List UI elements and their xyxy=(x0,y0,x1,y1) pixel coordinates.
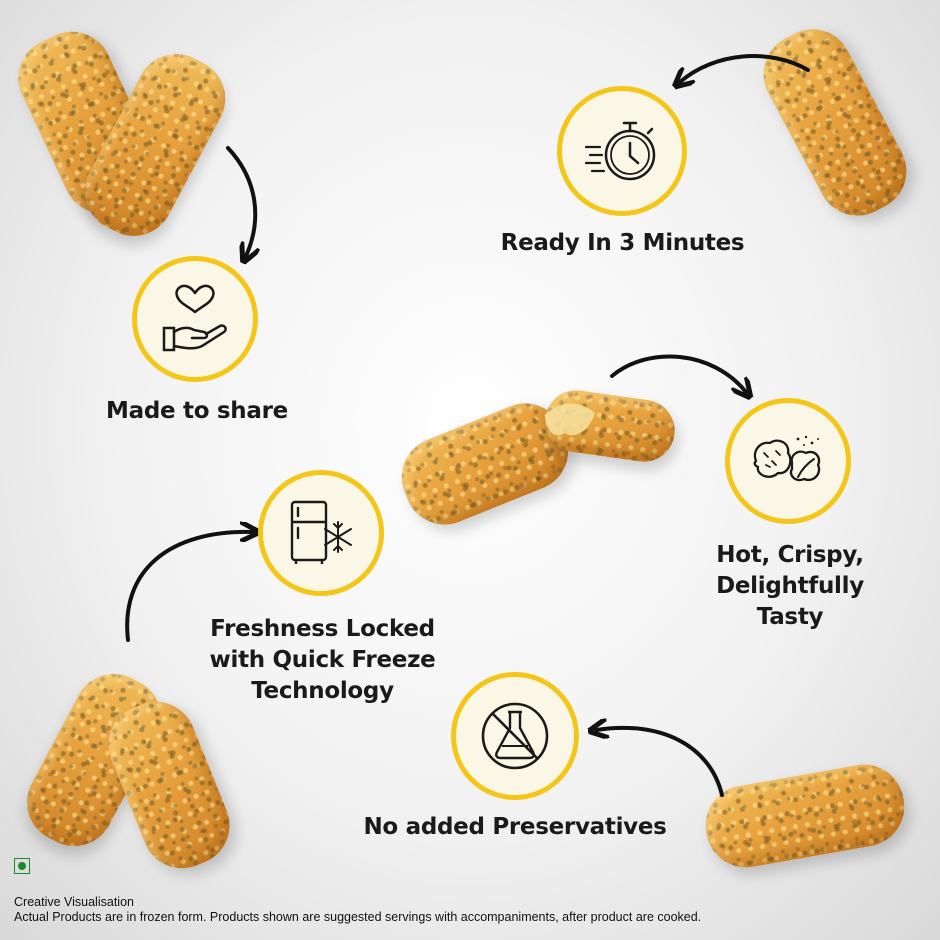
feature-label-ready-in-3-minutes: Ready In 3 Minutes xyxy=(500,230,745,256)
melted-cheese-image xyxy=(545,403,595,436)
stopwatch-icon xyxy=(584,121,656,181)
feature-circle-freshness-locked xyxy=(258,470,384,596)
feature-circle-hot-crispy xyxy=(725,398,851,524)
feature-circle-ready-in-3-minutes xyxy=(557,86,687,216)
footer-line-1: Creative Visualisation xyxy=(14,894,134,909)
crispy-nuggets-icon xyxy=(753,435,821,482)
feature-label-freshness-locked: Freshness Locked with Quick Freeze Techn… xyxy=(209,616,436,705)
fridge-snowflake-icon xyxy=(290,500,352,564)
disclaimer-footer: Creative Visualisation Actual Products a… xyxy=(14,895,701,926)
no-flask-icon xyxy=(481,702,549,770)
feature-label-made-to-share: Made to share xyxy=(106,398,288,424)
feature-label-no-preservatives: No added Preservatives xyxy=(363,814,667,840)
footer-line-2: Actual Products are in frozen form. Prod… xyxy=(14,910,702,925)
veg-mark-icon xyxy=(14,858,30,874)
feature-circle-made-to-share xyxy=(132,256,258,382)
feature-label-hot-crispy: Hot, Crispy, Delightfully Tasty xyxy=(716,542,864,631)
feature-circle-no-preservatives xyxy=(451,672,579,800)
heart-in-hand-icon xyxy=(162,284,227,352)
